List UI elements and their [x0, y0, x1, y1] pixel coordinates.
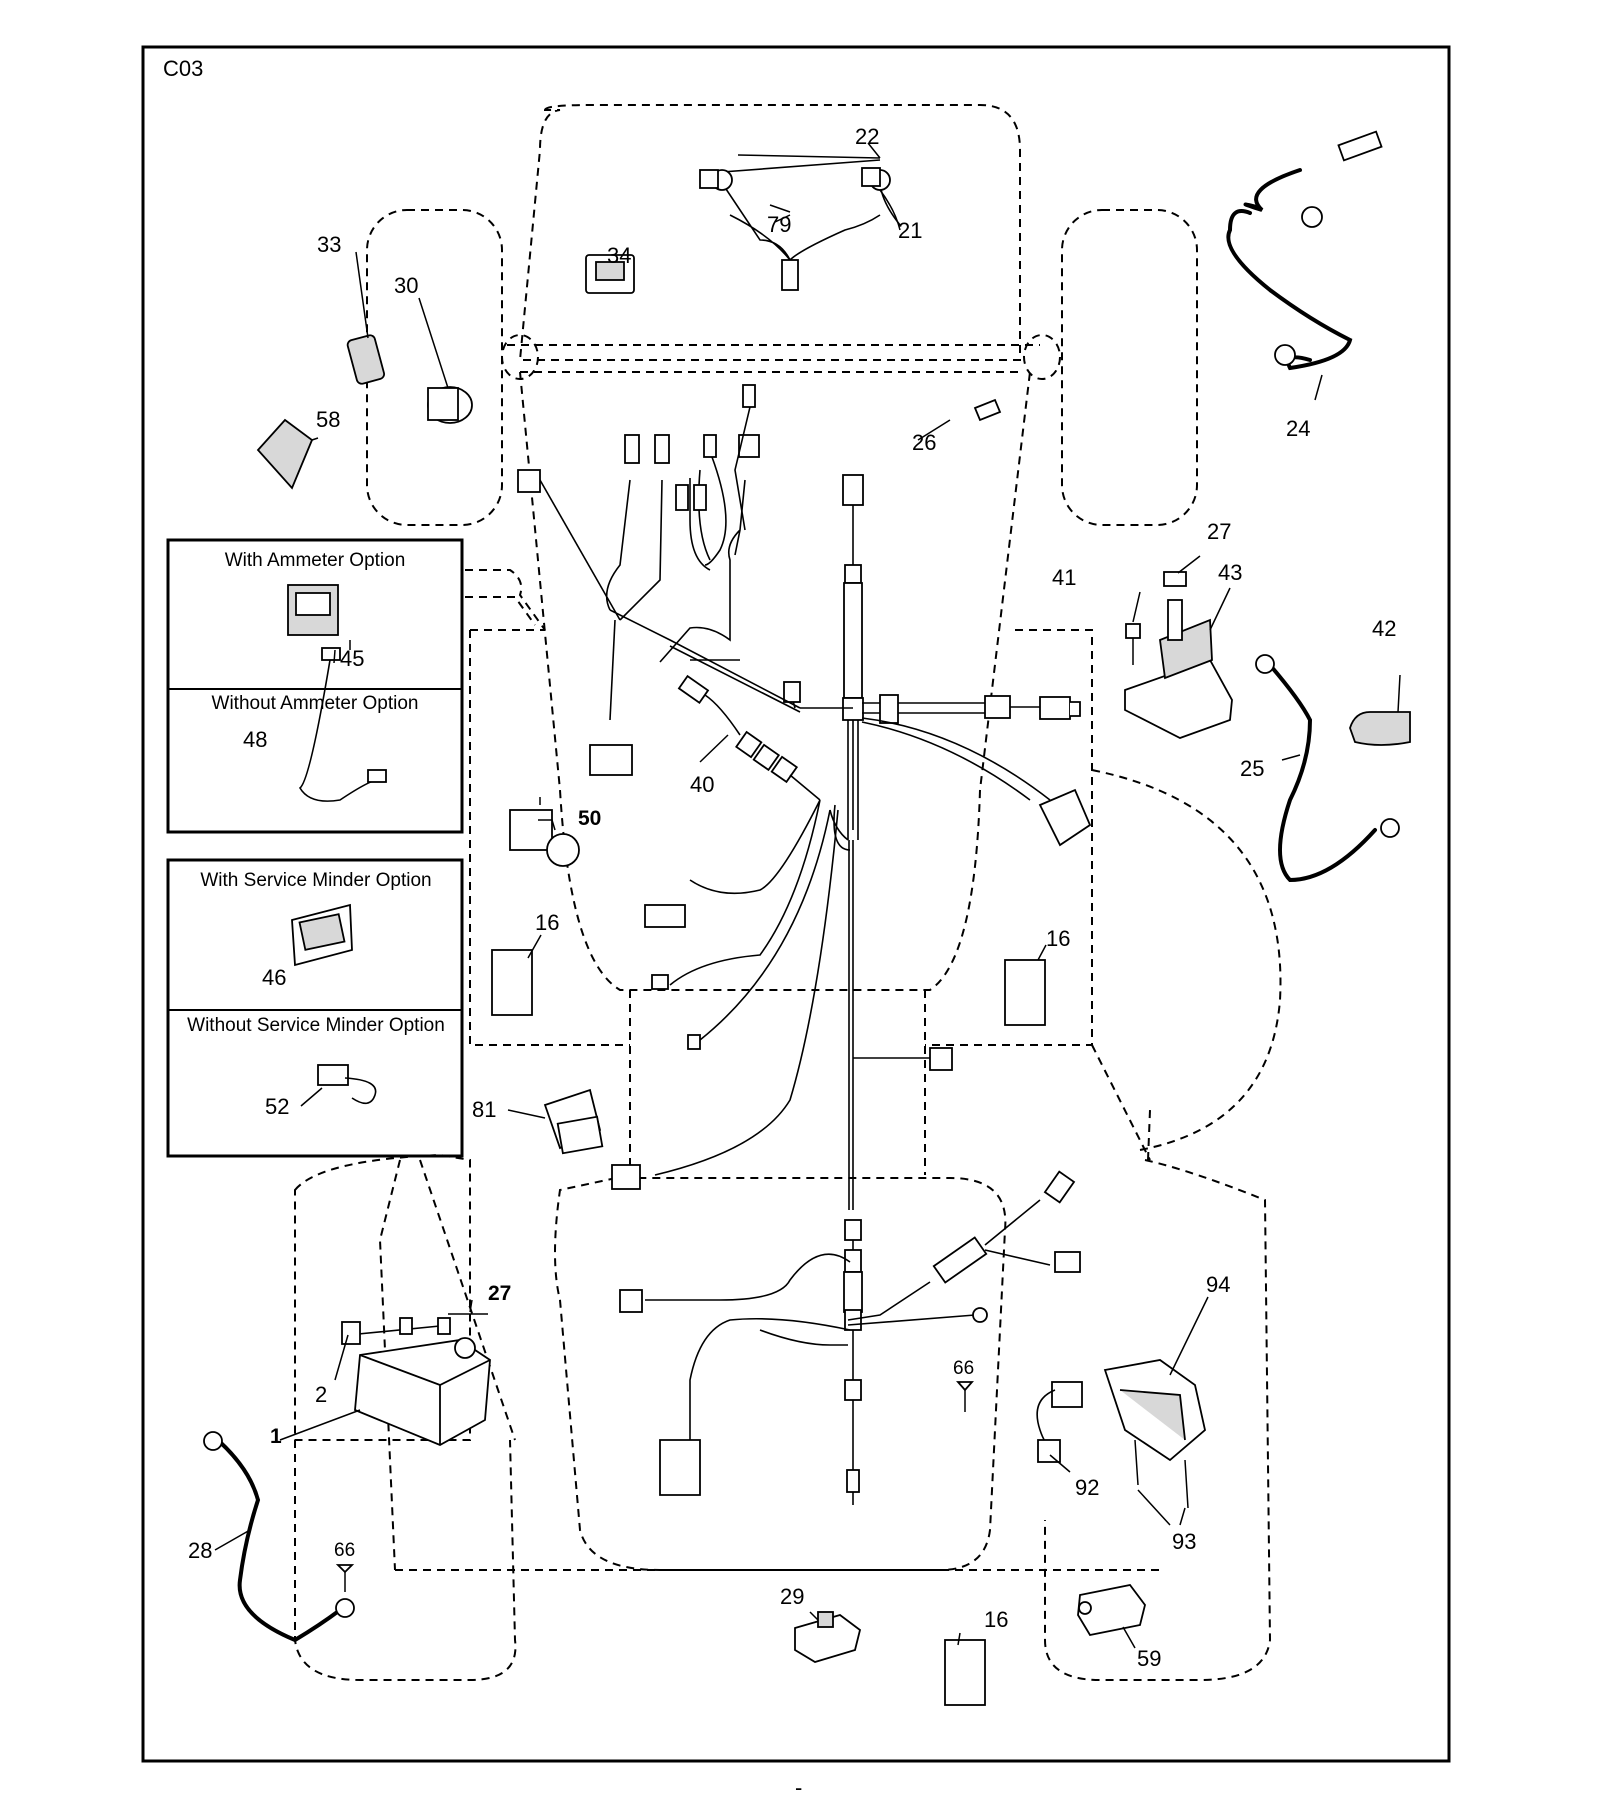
callout-45: 45	[340, 646, 364, 671]
service-minder-option-box: With Service Minder Option Without Servi…	[166, 858, 464, 1158]
main-harness	[517, 384, 1092, 1505]
callout-2: 2	[315, 1382, 327, 1407]
callout-21: 21	[898, 218, 922, 243]
callout-16-left: 16	[535, 910, 559, 935]
callout-33: 33	[317, 232, 341, 257]
callout-93: 93	[1172, 1529, 1196, 1554]
callout-58: 58	[316, 407, 340, 432]
diagram-code: C03	[163, 56, 203, 81]
callout-66-left: 66	[334, 1540, 355, 1561]
callout-27-top: 27	[1207, 519, 1231, 544]
callout-94: 94	[1206, 1272, 1230, 1297]
callout-29: 29	[780, 1584, 804, 1609]
callout-79: 79	[767, 212, 791, 237]
callout-48: 48	[243, 727, 267, 752]
callout-92: 92	[1075, 1475, 1099, 1500]
callout-numbers: 1 2 16 16 16 21 22 24 25 26 27 27 28 29 …	[188, 124, 1396, 1671]
callout-34: 34	[607, 243, 631, 268]
callout-1: 1	[270, 1425, 282, 1448]
callout-59: 59	[1137, 1646, 1161, 1671]
footer-mark: -	[795, 1775, 802, 1800]
callout-81: 81	[472, 1097, 496, 1122]
with-ammeter-label: With Ammeter Option	[225, 550, 406, 571]
callout-66-rear: 66	[953, 1358, 974, 1379]
callout-30: 30	[394, 273, 418, 298]
callout-22: 22	[855, 124, 879, 149]
callout-26: 26	[912, 430, 936, 455]
leader-lines	[214, 142, 1401, 1649]
callout-27-battery: 27	[488, 1282, 511, 1305]
diagram-frame	[141, 45, 1451, 1763]
callout-50: 50	[578, 807, 601, 830]
callout-46: 46	[262, 965, 286, 990]
without-ammeter-label: Without Ammeter Option	[212, 693, 419, 714]
callout-52: 52	[265, 1094, 289, 1119]
callout-42: 42	[1372, 616, 1396, 641]
ammeter-option-box: With Ammeter Option Without Ammeter Opti…	[166, 538, 464, 834]
callout-25: 25	[1240, 756, 1264, 781]
without-service-minder-label: Without Service Minder Option	[187, 1015, 445, 1036]
callout-16-bottom: 16	[984, 1607, 1008, 1632]
callout-16-right: 16	[1046, 926, 1070, 951]
callout-41: 41	[1052, 565, 1076, 590]
callout-28: 28	[188, 1538, 212, 1563]
tractor-outline	[294, 104, 1282, 1681]
with-service-minder-label: With Service Minder Option	[200, 870, 431, 891]
callout-24: 24	[1286, 416, 1310, 441]
callout-40: 40	[690, 772, 714, 797]
components	[203, 130, 1411, 1706]
callout-43: 43	[1218, 560, 1242, 585]
